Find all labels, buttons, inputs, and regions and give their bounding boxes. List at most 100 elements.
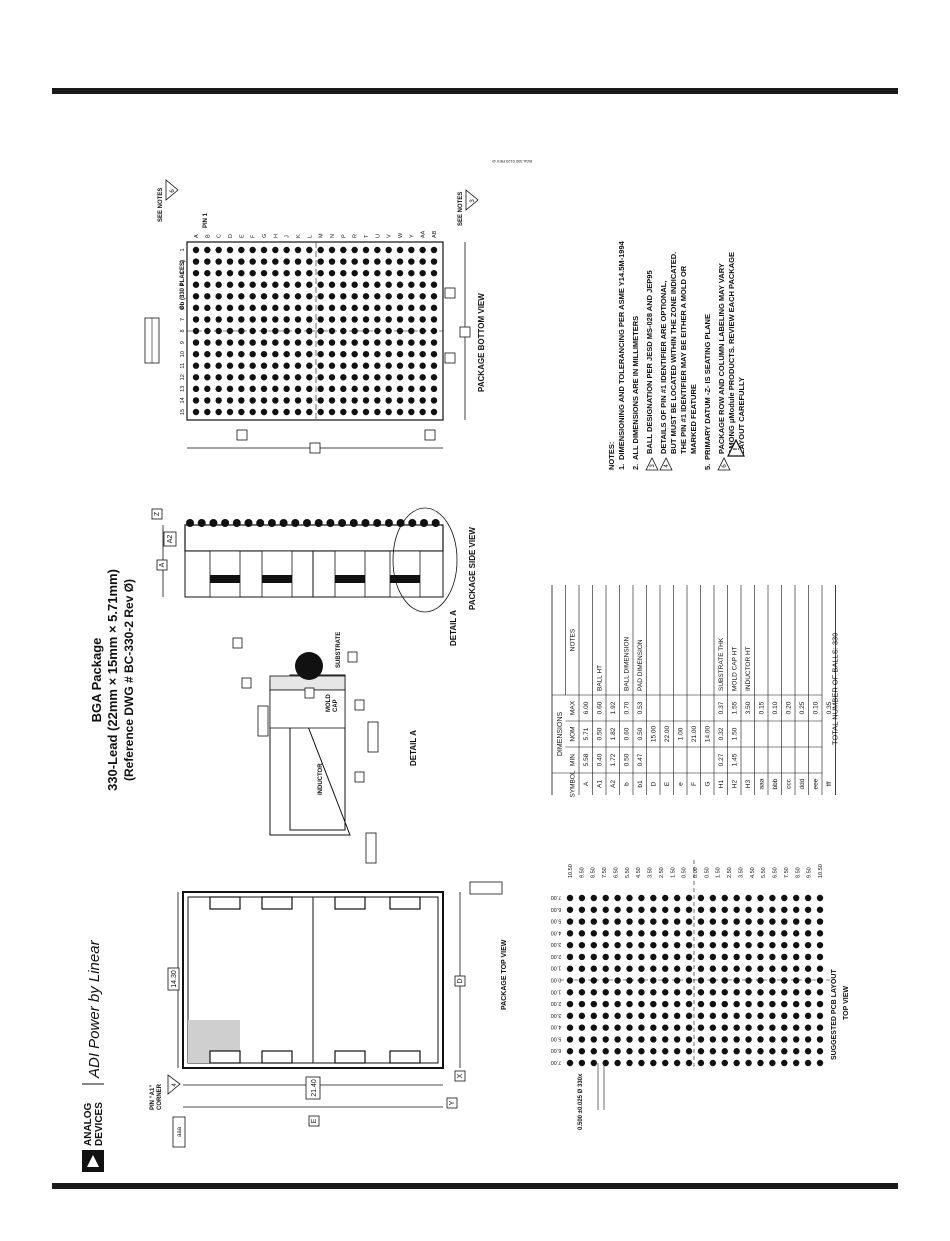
pcb-pad	[769, 906, 776, 913]
pcb-pad	[638, 1059, 645, 1067]
bottom-ball	[192, 374, 200, 381]
pcb-pad	[566, 977, 574, 984]
detail-a-caption: DETAIL A	[409, 730, 418, 766]
pcb-pad	[745, 906, 752, 913]
note-line: DIMENSIONING AND TOLERANCING PER ASME Y1…	[617, 240, 626, 460]
pcb-right-axis-label: 9.50	[579, 867, 585, 878]
brand-block: ANALOG DEVICES ADI Power by Linear	[82, 939, 105, 1172]
bottom-ball	[294, 258, 302, 265]
bottom-ball	[249, 397, 256, 404]
bottom-ball	[192, 246, 200, 254]
bottom-ball	[340, 269, 347, 277]
bottom-ball	[306, 408, 313, 416]
pcb-pad	[781, 965, 788, 972]
bottom-ball	[294, 293, 302, 300]
pcb-pad	[697, 977, 705, 984]
pcb-pad	[685, 906, 693, 913]
pcb-pad	[781, 941, 788, 949]
pcb-pad	[673, 894, 681, 902]
bottom-ball	[204, 362, 211, 369]
bottom-ball	[419, 293, 426, 300]
pcb-pad	[685, 894, 693, 902]
bottom-ball	[408, 293, 415, 300]
pcb-pad	[697, 906, 705, 913]
pcb-pad	[721, 930, 728, 937]
bottom-ball	[226, 293, 234, 300]
pcb-pad	[673, 1000, 681, 1008]
bottom-ball	[283, 304, 290, 312]
pcb-pad	[804, 906, 812, 913]
bottom-ball	[419, 246, 426, 254]
table-cell: 0.40	[596, 753, 603, 766]
bottom-ball	[283, 374, 290, 381]
side-ball	[373, 519, 382, 527]
pcb-pad	[626, 953, 633, 961]
pcb-pad	[590, 989, 598, 996]
bottom-ball	[396, 397, 404, 404]
bottom-row-letter: B	[205, 234, 211, 238]
bottom-ball	[430, 385, 438, 393]
bottom-ball	[430, 397, 438, 404]
bottom-ball	[272, 408, 279, 416]
table-cell: A1	[596, 780, 603, 788]
bottom-ball	[328, 385, 336, 393]
pcb-pad	[804, 930, 812, 937]
table-cell: MOLD CAP HT	[731, 647, 738, 691]
bottom-ball	[294, 408, 302, 416]
bottom-ball	[430, 350, 438, 358]
bottom-ball	[396, 327, 404, 335]
pcb-pad	[590, 1024, 598, 1031]
pcb-pad	[769, 1000, 776, 1008]
bottom-ball	[351, 304, 358, 312]
pcb-pad	[626, 977, 633, 984]
bottom-row-letter: H	[273, 234, 279, 238]
pcb-right-axis-label: 0.50	[682, 867, 688, 878]
bottom-ball	[294, 246, 302, 254]
bottom-ball	[328, 293, 336, 300]
side-view-caption: PACKAGE SIDE VIEW	[468, 527, 477, 610]
bottom-ball	[249, 281, 256, 288]
bottom-col-number: 4	[180, 283, 186, 286]
bottom-ball	[283, 397, 290, 404]
pcb-pad	[650, 930, 657, 937]
pcb-pad	[757, 989, 764, 996]
bottom-ball	[294, 362, 302, 369]
bottom-row-letter: D	[228, 234, 234, 238]
bottom-ball	[328, 350, 336, 358]
pcb-pad	[733, 1048, 740, 1055]
bottom-ball	[215, 293, 222, 300]
bottom-ball	[260, 281, 268, 288]
pcb-pad	[757, 1000, 764, 1008]
pcb-pad	[638, 941, 645, 949]
bottom-ball	[419, 281, 426, 288]
bottom-ball	[317, 362, 324, 369]
detail-cap-label: CAP	[333, 699, 339, 712]
bottom-col-number: 11	[180, 363, 186, 369]
pcb-pad	[578, 989, 586, 996]
bottom-row-letter: N	[330, 234, 336, 238]
bottom-ball	[260, 258, 268, 265]
table-cell: 0.60	[623, 727, 630, 740]
pcb-pad	[673, 1036, 681, 1043]
bottom-ball	[317, 304, 324, 312]
side-detail-label: DETAIL A	[449, 610, 458, 646]
pcb-pad	[792, 941, 800, 949]
dim-D: D	[457, 978, 464, 983]
pcb-pad	[626, 1059, 633, 1067]
bottom-ball	[283, 258, 290, 265]
bottom-ball	[385, 246, 392, 254]
pcb-pad	[769, 977, 776, 984]
pcb-pad	[721, 977, 728, 984]
note-line: BUT MUST BE LOCATED WITHIN THE ZONE INDI…	[669, 252, 678, 454]
pcb-pad	[590, 965, 598, 972]
pcb-pad	[769, 930, 776, 937]
table-cell: 0.53	[637, 701, 644, 714]
bottom-ball	[294, 397, 302, 404]
pcb-pad	[792, 1048, 800, 1055]
bottom-ball	[204, 339, 211, 346]
table-cell: 1.50	[731, 727, 738, 740]
bottom-ball	[260, 362, 268, 369]
table-cell: 0.25	[799, 701, 806, 714]
see-notes-3: SEE NOTES	[458, 192, 464, 226]
side-ball	[279, 519, 288, 527]
